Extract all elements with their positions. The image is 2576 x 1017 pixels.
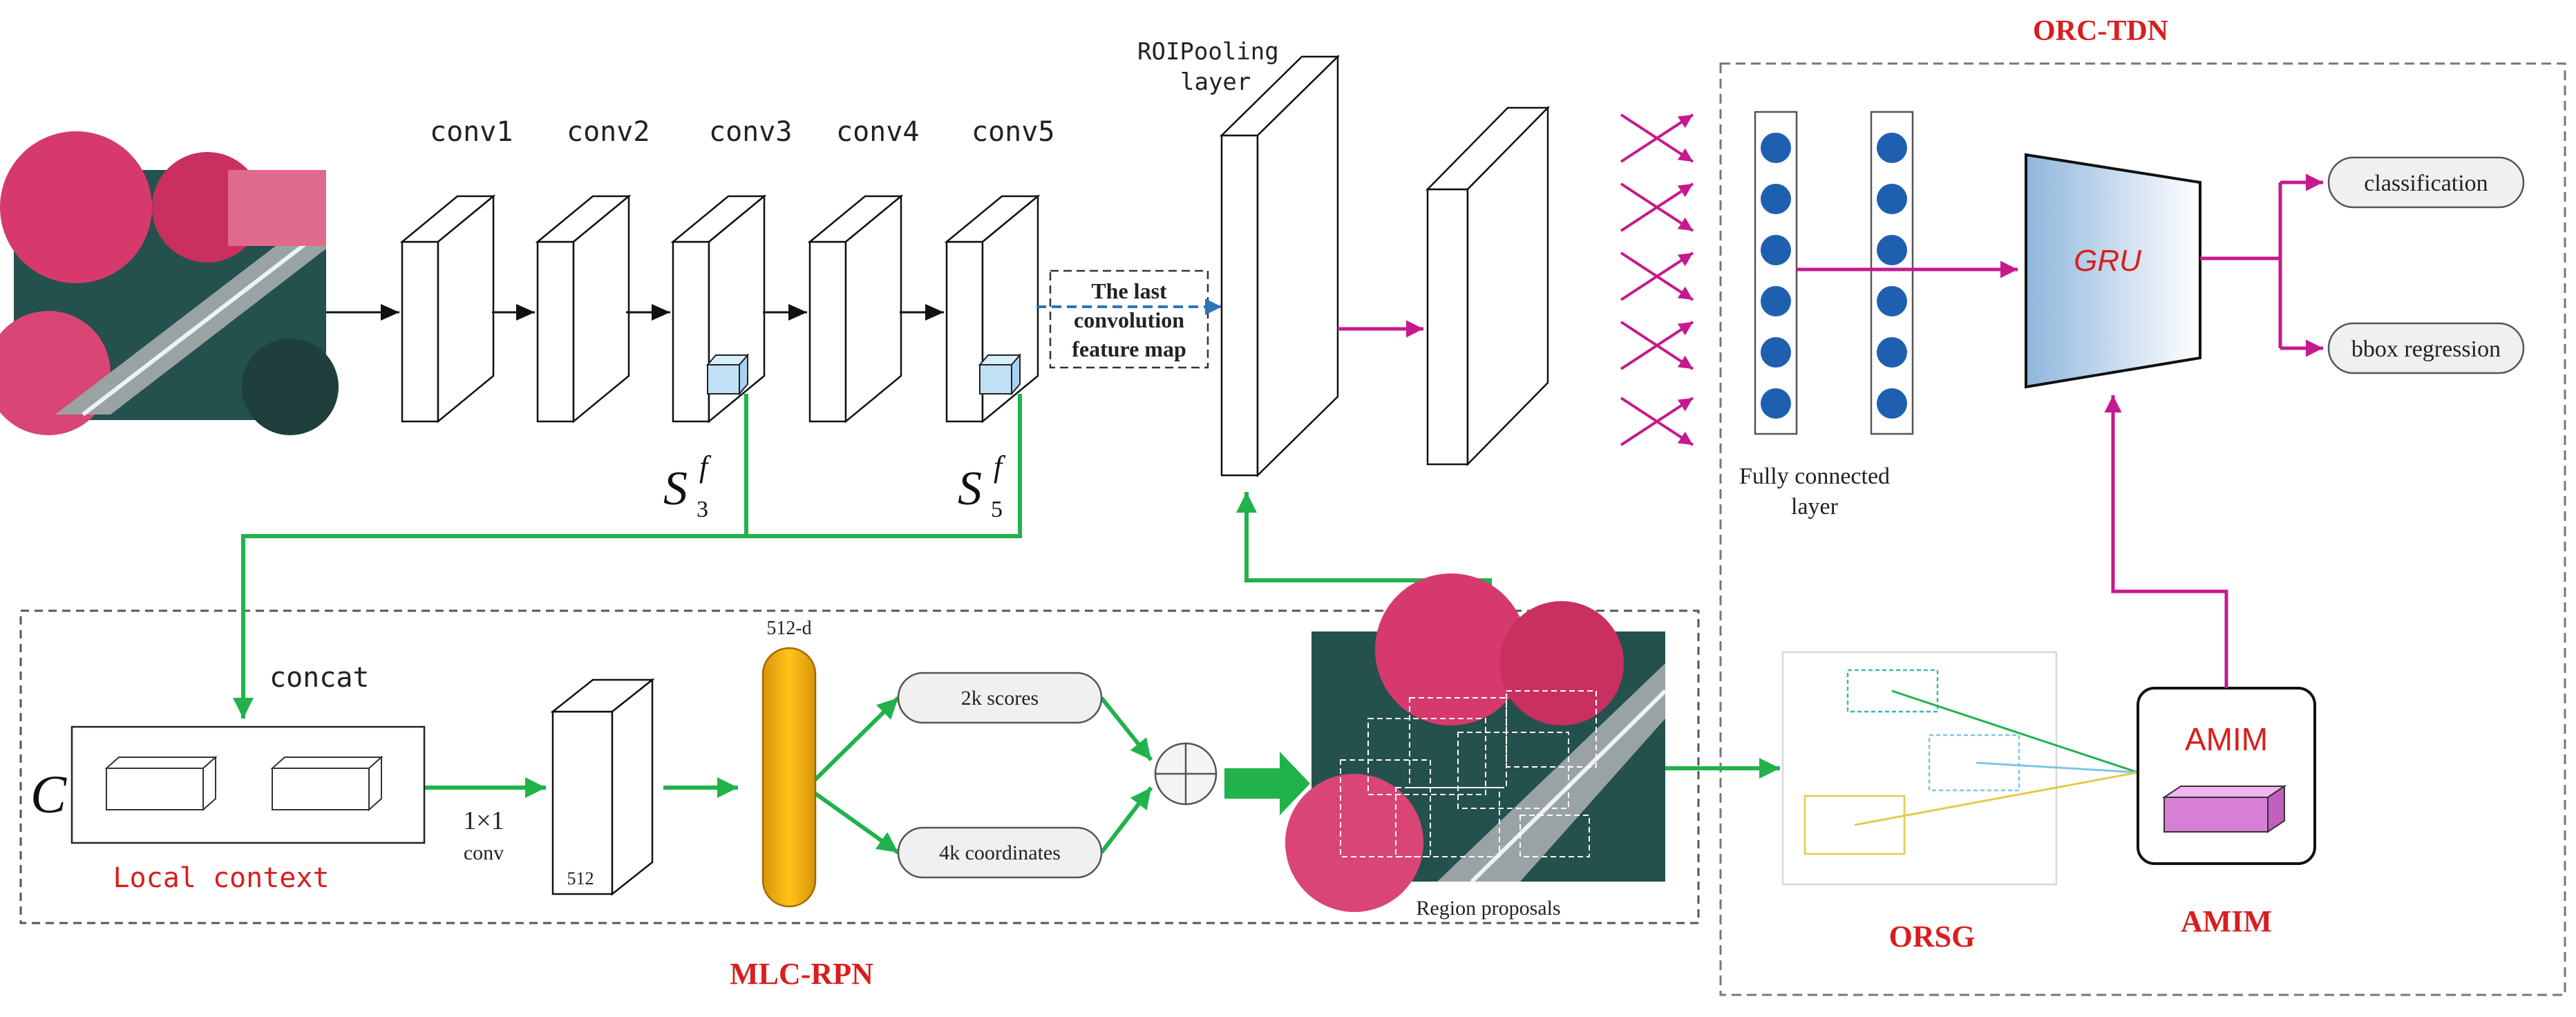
- roi-label-line1: ROIPooling: [1137, 38, 1279, 66]
- feature-512d-oval: [761, 647, 817, 908]
- rpn-512-label: 512: [567, 868, 594, 888]
- conv1x1-line2: conv: [464, 842, 504, 864]
- roi-pooling-block: [1219, 55, 1341, 477]
- s-labels: S f 3 S f 5: [663, 450, 1006, 522]
- amim-box-label: AMIM: [2185, 721, 2268, 757]
- roi-output-block: [1426, 105, 1550, 467]
- amim-to-gru-arrow: [2104, 395, 2228, 688]
- c-label: C: [30, 764, 67, 824]
- s5-cube: [978, 353, 1022, 396]
- classification-output: classification: [2327, 156, 2525, 209]
- fc-node: [1761, 133, 1791, 163]
- conv-blocks: [399, 194, 1041, 424]
- orc-tdn-region: [1719, 62, 2566, 996]
- fc-node: [1877, 337, 1907, 368]
- amim-box: AMIM: [2137, 687, 2316, 865]
- fc-node: [1761, 388, 1791, 419]
- scores-label: 2k scores: [961, 687, 1039, 710]
- amim-label: AMIM: [2181, 904, 2272, 938]
- rpn-512-block: [550, 678, 655, 896]
- fc-node: [1877, 133, 1907, 163]
- fc-node: [1761, 286, 1791, 316]
- conv-labels: conv1 conv2 conv3 conv4 conv5: [430, 116, 1054, 148]
- last-conv-box: [1049, 269, 1209, 369]
- s3-label: S: [663, 462, 688, 515]
- coords-label: 4k coordinates: [939, 842, 1061, 864]
- s3-cube: [705, 353, 750, 396]
- bbox-regression-output: bbox regression: [2327, 322, 2525, 374]
- input-image: [0, 131, 339, 435]
- orc-tdn-title: ORC-TDN: [2033, 15, 2168, 47]
- fc-label-line2: layer: [1791, 494, 1839, 520]
- conv1-block: [399, 194, 496, 424]
- classification-label: classification: [2364, 171, 2488, 196]
- conv1x1-label: 1×1 conv: [463, 806, 504, 864]
- region-proposals-label: Region proposals: [1416, 897, 1560, 920]
- fc-node: [1877, 235, 1907, 265]
- fc-column-2: [1870, 111, 1914, 435]
- gru-label: GRU: [2074, 244, 2141, 278]
- coords-node: 4k coordinates: [897, 826, 1103, 879]
- dropout-arrow-3: [1620, 251, 1694, 301]
- conv4-block: [807, 194, 904, 424]
- s5-sub: 5: [991, 497, 1003, 522]
- fc-node: [1877, 388, 1907, 419]
- bbox-label: bbox regression: [2351, 336, 2501, 362]
- region-proposals-image: [1285, 573, 1667, 912]
- dropout-arrows: [1620, 113, 1694, 446]
- fc-node: [1761, 337, 1791, 368]
- orsg-label: ORSG: [1889, 920, 1976, 953]
- proposal-big-arrow: [1224, 752, 1310, 815]
- roi-label: ROIPooling layer: [1137, 38, 1279, 96]
- local-context-label: Local context: [113, 862, 329, 894]
- orsg-graph: [1781, 651, 2139, 886]
- conv3-label: conv3: [709, 116, 792, 148]
- fc-node: [1877, 286, 1907, 316]
- concat-label: concat: [269, 662, 370, 694]
- sum-node: [1154, 742, 1218, 806]
- conv1-label: conv1: [430, 116, 513, 148]
- gru-output-arrows: [2200, 173, 2323, 357]
- local-context-cubes: [104, 755, 383, 812]
- fc-node: [1761, 184, 1791, 214]
- s5-sup: f: [994, 450, 1006, 484]
- conv2-label: conv2: [567, 116, 650, 148]
- last-conv-line1: The last: [1091, 278, 1167, 303]
- dropout-arrow-2: [1620, 182, 1694, 232]
- last-conv-line2: convolution: [1074, 307, 1184, 332]
- s3-sub: 3: [697, 497, 708, 522]
- dim-512d-label: 512-d: [766, 618, 811, 639]
- scores-node: 2k scores: [897, 672, 1103, 724]
- s5-label: S: [958, 462, 982, 515]
- s3-sup: f: [699, 450, 712, 484]
- dropout-arrow-5: [1620, 397, 1694, 446]
- fc-label: Fully connected layer: [1739, 464, 1890, 520]
- fc-label-line1: Fully connected: [1739, 464, 1890, 489]
- fully-connected-layers: [1754, 111, 1914, 435]
- mlc-rpn-label: MLC-RPN: [730, 957, 873, 991]
- conv4-label: conv4: [836, 116, 919, 148]
- last-conv-line3: feature map: [1072, 336, 1186, 361]
- fc-node: [1761, 235, 1791, 265]
- last-conv-label: The last convolution feature map: [1072, 278, 1186, 361]
- conv1x1-line1: 1×1: [463, 806, 504, 835]
- fc-column-1: [1754, 111, 1798, 435]
- gru-block: [2025, 153, 2201, 389]
- conv2-block: [535, 194, 632, 424]
- roi-label-line2: layer: [1180, 68, 1251, 96]
- conv5-label: conv5: [972, 116, 1054, 148]
- dropout-arrow-1: [1620, 113, 1694, 163]
- dropout-arrow-4: [1620, 321, 1694, 370]
- fc-node: [1877, 184, 1907, 214]
